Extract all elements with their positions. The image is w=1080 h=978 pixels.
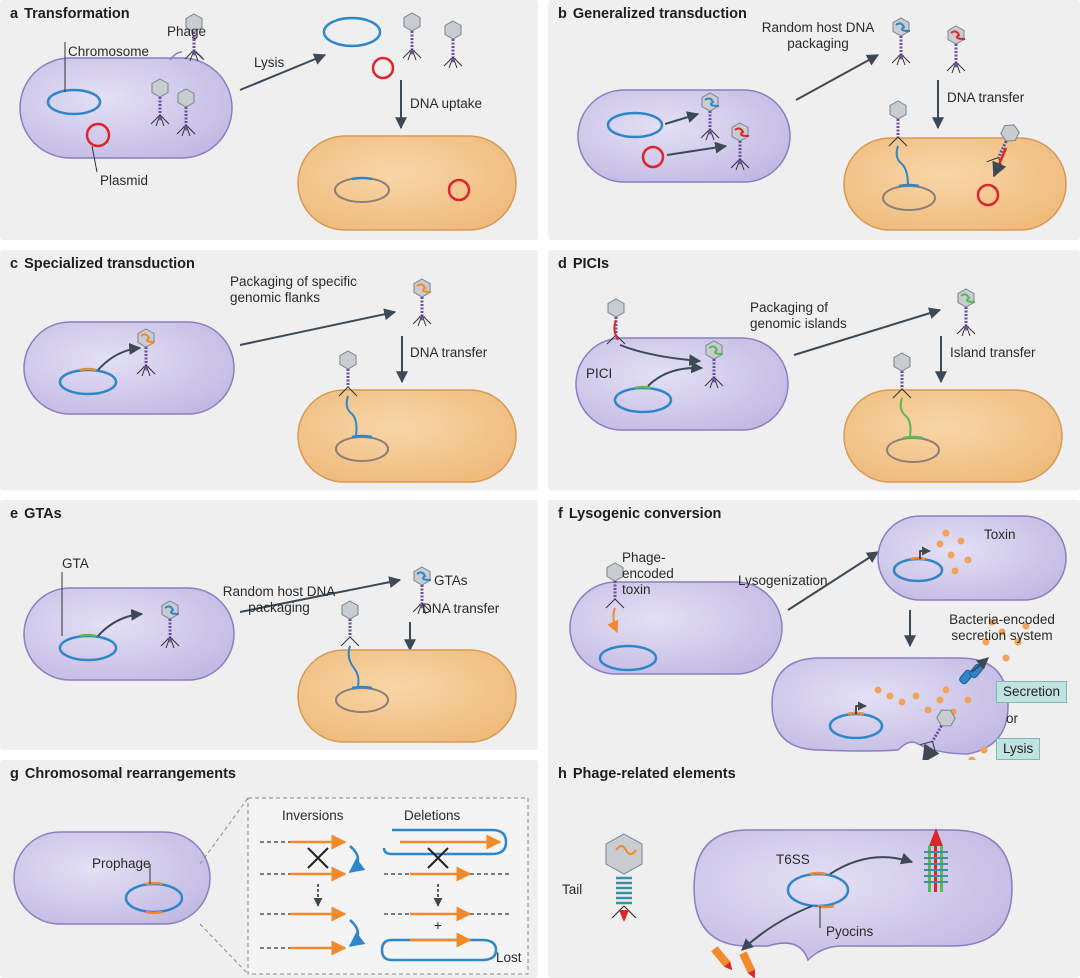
recipient-cell	[843, 137, 1067, 231]
chromosome-label: Chromosome	[68, 44, 150, 59]
phage-icon	[442, 19, 464, 70]
or-label: or	[1006, 711, 1019, 726]
donor-cell	[19, 57, 233, 159]
dna-transfer-label: DNA transfer	[947, 90, 1025, 105]
recipient-cell	[297, 649, 517, 743]
phage-icon	[401, 11, 423, 62]
phage-icon	[955, 287, 977, 338]
dna-uptake-label: DNA uptake	[410, 96, 483, 111]
plasmid	[85, 122, 111, 148]
donor-cell	[23, 321, 235, 415]
lysogenic-conversion-illustration	[569, 515, 1067, 772]
pyocins-label: Pyocins	[826, 924, 874, 939]
donor-cell	[23, 587, 235, 681]
gta-label: GTA	[62, 556, 89, 571]
dna-transfer-label: DNA transfer	[410, 345, 488, 360]
phage-icon	[945, 24, 967, 75]
t6ss-label: T6SS	[776, 852, 810, 867]
chromosome	[46, 88, 102, 116]
donor-cell	[569, 581, 783, 675]
deletions-label: Deletions	[404, 808, 461, 823]
recipient-cell	[297, 135, 517, 231]
recipient-cell	[297, 389, 517, 483]
phage-label: Phage	[167, 24, 207, 39]
lysogenization-label: Lysogenization	[738, 573, 828, 588]
rearrangement-illustration	[13, 797, 529, 975]
island-transfer-label: Island transfer	[950, 345, 1036, 360]
lost-label: Lost	[496, 950, 522, 965]
tailed-phage-icon	[605, 833, 643, 922]
pici-illustration	[575, 287, 1063, 483]
t6ss-icon	[924, 828, 948, 892]
tail-label: Tail	[562, 882, 583, 897]
pyocin-icon	[711, 946, 756, 978]
prophage-label: Prophage	[92, 856, 151, 871]
secretion-box: Secretion	[996, 681, 1068, 703]
dna-transfer-label: DNA transfer	[422, 601, 500, 616]
recipient-cell	[843, 389, 1063, 483]
cell	[13, 831, 211, 925]
generalized-transduction-illustration	[577, 16, 1067, 231]
phage-icon	[411, 277, 433, 328]
plus-label: +	[434, 918, 442, 933]
toxin-label: Toxin	[984, 527, 1016, 542]
plasmid-label: Plasmid	[100, 173, 149, 188]
donor-cell	[577, 89, 791, 183]
gtas-label: GTAs	[434, 573, 468, 588]
specialized-transduction-illustration	[23, 277, 517, 483]
phage-related-elements-illustration	[605, 828, 1013, 978]
cell	[693, 829, 1013, 962]
phage-icon	[890, 16, 912, 67]
inversions-label: Inversions	[282, 808, 344, 823]
donor-cell	[575, 337, 789, 431]
pici-label: PICI	[586, 366, 613, 381]
lysis-box: Lysis	[996, 738, 1041, 760]
lysis-label: Lysis	[254, 55, 285, 70]
transformation-illustration	[19, 11, 517, 231]
gta-illustration	[23, 565, 517, 743]
